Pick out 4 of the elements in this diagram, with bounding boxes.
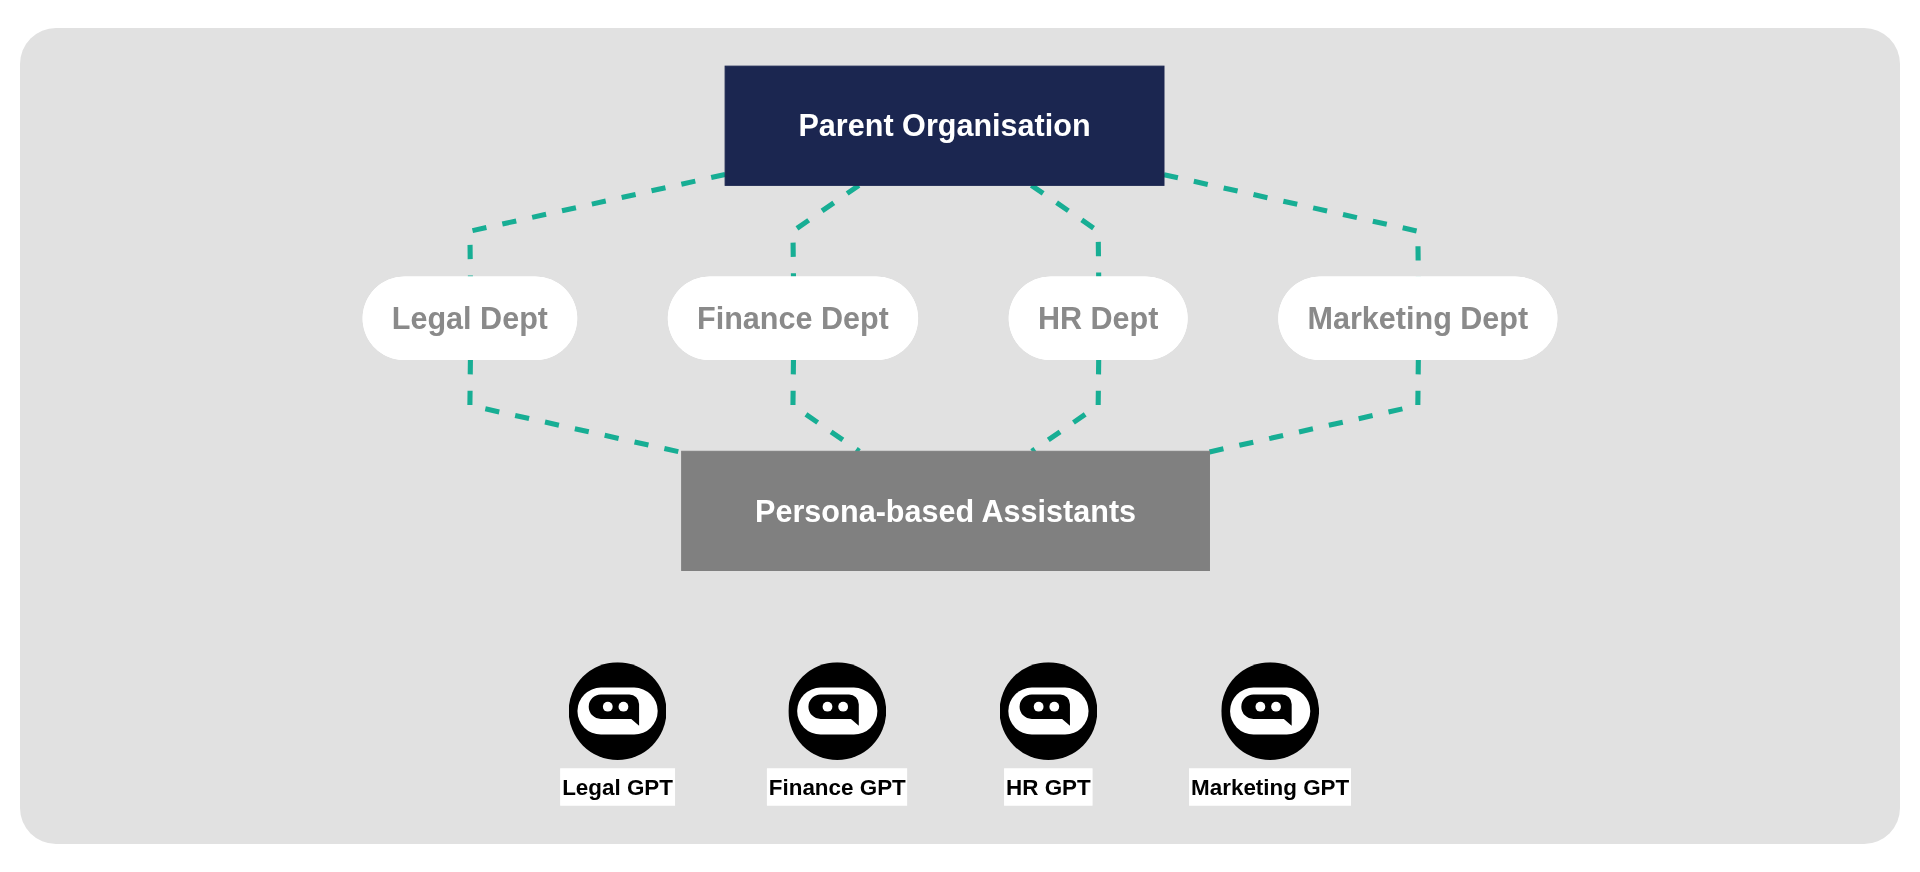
node-box: Persona-based Assistants <box>681 450 1210 571</box>
connector <box>467 172 726 278</box>
connector <box>1208 360 1421 455</box>
node-box: Parent Organisation <box>724 65 1165 186</box>
